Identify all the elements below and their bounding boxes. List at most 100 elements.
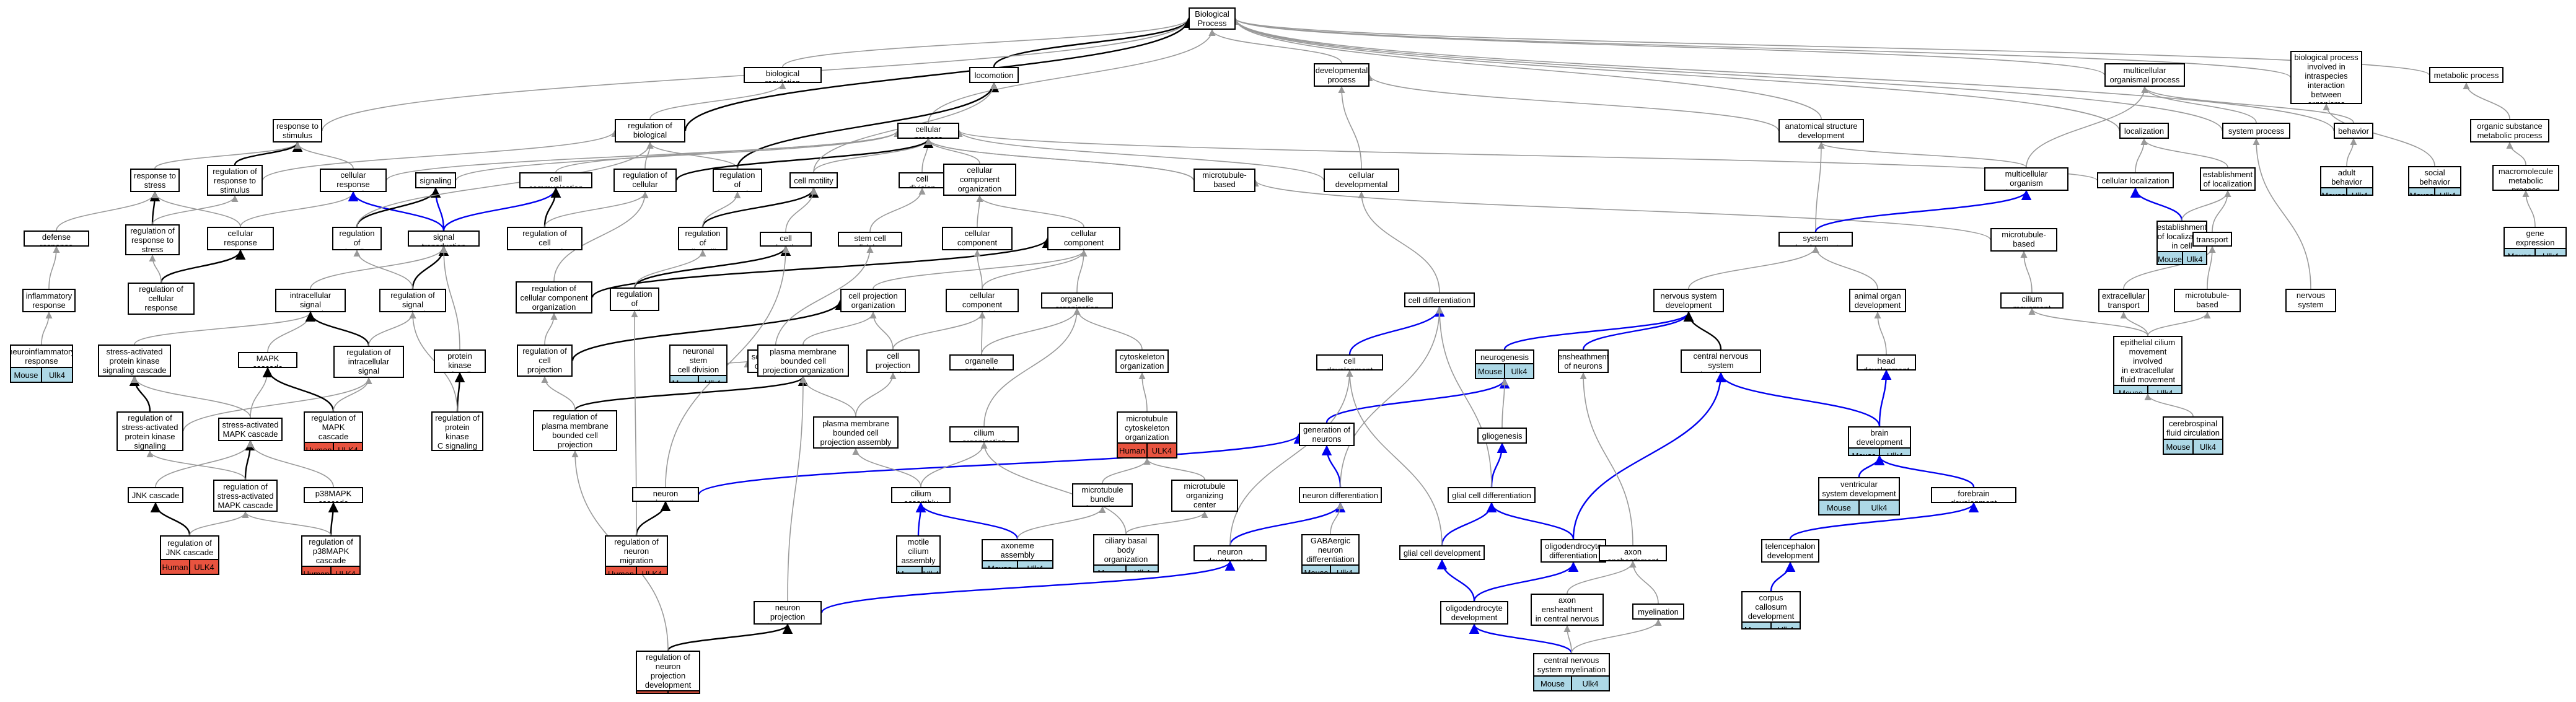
go-term-node[interactable]: neuron development	[1193, 545, 1267, 561]
go-term-node[interactable]: establishment of localization	[2200, 167, 2256, 191]
go-term-node[interactable]: transport	[2192, 232, 2232, 247]
go-term-node[interactable]: organelle assembly	[949, 354, 1014, 371]
go-term-node[interactable]: central nervous system development	[1681, 349, 1761, 373]
go-term-node[interactable]: cell division	[899, 172, 946, 188]
go-term-node[interactable]: plasma membrane bounded cell projection …	[813, 416, 899, 449]
go-term-node[interactable]: p38MAPK cascade	[304, 487, 363, 503]
go-term-node[interactable]: plasma membrane bounded cell projection …	[757, 344, 849, 377]
go-term-node[interactable]: cell projection organization	[840, 289, 906, 312]
go-term-node[interactable]: cellular response to stress	[207, 227, 274, 250]
go-term-node[interactable]: regulation of cell migration	[610, 287, 659, 311]
go-term-node[interactable]: regulation of cellular response to stres…	[128, 283, 195, 315]
go-term-node[interactable]: metabolic process	[2429, 67, 2503, 83]
go-term-node[interactable]: cell differentiation	[1404, 292, 1475, 307]
go-term-node[interactable]: behavior	[2334, 123, 2373, 139]
go-term-node[interactable]: regulation of cellular component organiz…	[516, 281, 592, 314]
go-term-node[interactable]: organelle organization	[1041, 292, 1113, 309]
go-term-node[interactable]: macromolecule metabolic process	[2492, 165, 2559, 191]
go-term-node[interactable]: microtubule-based process	[1193, 169, 1255, 192]
go-term-node[interactable]: stem cell division	[838, 232, 902, 247]
go-term-node[interactable]: regulation of response to stress	[125, 224, 180, 255]
go-term-node[interactable]: regulation of biological process	[615, 119, 685, 143]
go-term-node[interactable]: anatomical structure development	[1778, 119, 1864, 143]
go-term-node[interactable]: organic substance metabolic process	[2470, 119, 2549, 143]
go-term-node[interactable]: cell migration	[760, 232, 812, 247]
go-term-node[interactable]: regulation of signaling	[332, 227, 382, 250]
go-term-node[interactable]: regulation of neuron projection developm…	[636, 651, 700, 694]
go-term-node[interactable]: biological regulation	[744, 67, 822, 83]
go-term-node[interactable]: animal organ development	[1849, 289, 1906, 312]
go-term-node[interactable]: JNK cascade	[128, 487, 183, 503]
go-term-node[interactable]: nervous system development	[1653, 289, 1724, 312]
go-term-node[interactable]: intracellular signal transduction	[275, 289, 346, 312]
go-term-node[interactable]: regulation of stress-activated MAPK casc…	[213, 480, 278, 512]
go-term-node[interactable]: cilium movement	[2000, 292, 2064, 309]
go-term-node[interactable]: cellular component assembly	[946, 289, 1019, 312]
go-term-node[interactable]: cell communication	[519, 172, 592, 188]
go-term-node[interactable]: cell motility	[789, 172, 838, 188]
go-term-node[interactable]: cell projection assembly	[866, 349, 920, 373]
go-term-node[interactable]: ensheathment of neurons	[1558, 349, 1609, 373]
go-term-node[interactable]: oligodendrocyte development	[1440, 601, 1508, 625]
go-term-node[interactable]: gliogenesis	[1477, 428, 1527, 444]
go-term-node[interactable]: cilium assembly	[891, 487, 951, 503]
go-term-node[interactable]: cellular component organization or bioge…	[943, 164, 1016, 196]
go-term-node[interactable]: microtubule organizing center organizati…	[1171, 480, 1238, 512]
go-term-node[interactable]: microtubule-based transport	[2174, 289, 2241, 312]
go-term-node[interactable]: regulation of locomotion	[713, 169, 762, 192]
go-term-node[interactable]: myelination	[1632, 603, 1684, 620]
go-term-node[interactable]: stress-activated protein kinase signalin…	[98, 344, 171, 377]
go-term-node[interactable]: axon ensheathment in central nervous sys…	[1531, 594, 1604, 626]
go-term-node[interactable]: developmental process	[1314, 63, 1369, 87]
go-term-node[interactable]: cytoskeleton organization	[1115, 349, 1169, 373]
go-term-node[interactable]: microtubule-based movement	[1990, 228, 2057, 252]
go-term-node[interactable]: regulation of cellular process	[613, 169, 677, 192]
go-term-node[interactable]: cellular process	[897, 123, 959, 139]
go-term-node[interactable]: neuron differentiation	[1299, 487, 1382, 503]
go-term-node[interactable]: telencephalon development	[1761, 539, 1819, 563]
go-term-node[interactable]: signal transduction	[408, 230, 480, 247]
go-term-node[interactable]: defense response	[24, 230, 89, 247]
go-term-node[interactable]: glial cell differentiation	[1448, 487, 1536, 503]
go-term-node[interactable]: multicellular organism development	[1984, 167, 2068, 191]
go-term-node[interactable]: system process	[2222, 123, 2290, 139]
go-term-node[interactable]: cellular developmental process	[1324, 169, 1399, 192]
go-term-node[interactable]: head development	[1857, 354, 1916, 371]
go-term-node[interactable]: Biological Process Ulk4	[1189, 7, 1236, 30]
go-term-node[interactable]: inflammatory response	[22, 289, 76, 312]
go-term-node[interactable]: stress-activated MAPK cascade	[218, 418, 283, 441]
go-term-node[interactable]: regulation of plasma membrane bounded ce…	[533, 410, 617, 451]
go-term-node[interactable]: regulation of signal transduction	[379, 289, 446, 312]
go-term-node[interactable]: axon ensheathment	[1599, 545, 1667, 561]
go-term-node[interactable]: cellular component biogenesis	[942, 227, 1013, 250]
go-term-node[interactable]: epithelial cilium movement involved in e…	[2113, 336, 2183, 394]
go-term-node[interactable]: glial cell development	[1399, 545, 1485, 560]
go-term-node[interactable]: response to stress	[130, 169, 180, 192]
go-term-node[interactable]: cilium organization	[949, 426, 1019, 442]
go-term-node[interactable]: signaling	[415, 172, 456, 188]
go-term-node[interactable]: nervous system process	[2285, 289, 2336, 312]
go-term-node[interactable]: protein kinase C signaling	[434, 349, 486, 373]
go-term-node[interactable]: regulation of response to stimulus	[207, 165, 263, 196]
go-term-node[interactable]: system development	[1778, 232, 1853, 247]
go-term-node[interactable]: cellular localization	[2097, 172, 2174, 188]
go-term-node[interactable]: response to stimulus	[273, 119, 322, 143]
go-term-node[interactable]: neuron migration	[632, 487, 699, 502]
